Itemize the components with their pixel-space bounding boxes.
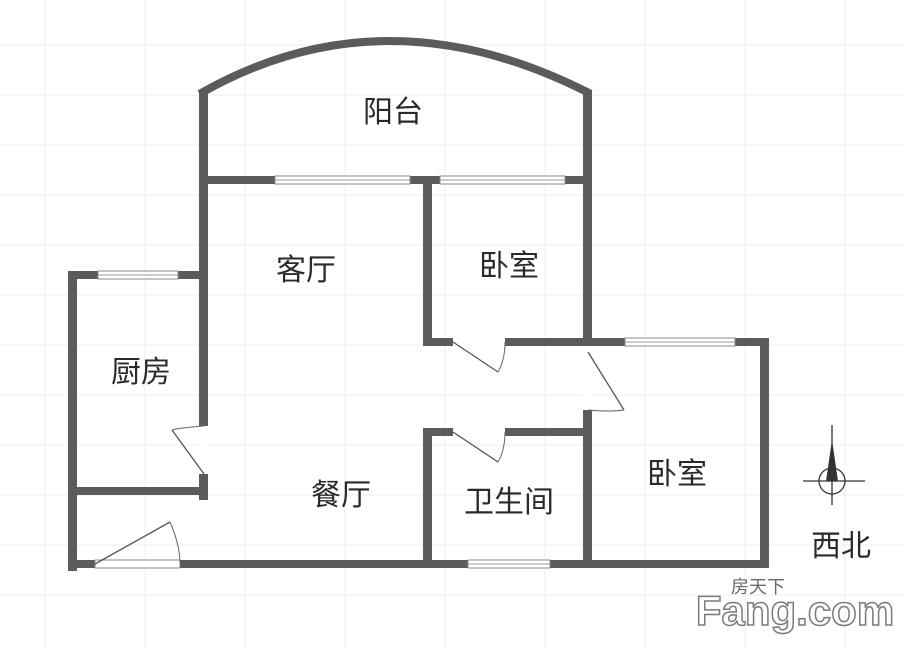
compass-label: 西北 <box>811 529 871 564</box>
compass-icon <box>803 425 865 505</box>
room-label-bathroom: 卫生间 <box>464 485 554 520</box>
room-label-bedroom-south: 卧室 <box>647 457 707 492</box>
room-label-bedroom-north: 卧室 <box>479 249 539 284</box>
windows <box>94 175 736 569</box>
doors <box>94 338 625 565</box>
watermark-brand: Fang.com <box>696 587 894 634</box>
walls <box>68 90 769 571</box>
watermark: 房天下 Fang.com <box>695 577 895 635</box>
room-label-dining-room: 餐厅 <box>311 478 371 513</box>
balcony-arc-wall <box>197 37 593 98</box>
watermark-brand-cn: 房天下 <box>731 577 785 597</box>
room-label-living-room: 客厅 <box>276 253 336 288</box>
room-label-kitchen: 厨房 <box>111 355 171 390</box>
room-label-balcony: 阳台 <box>363 95 423 130</box>
